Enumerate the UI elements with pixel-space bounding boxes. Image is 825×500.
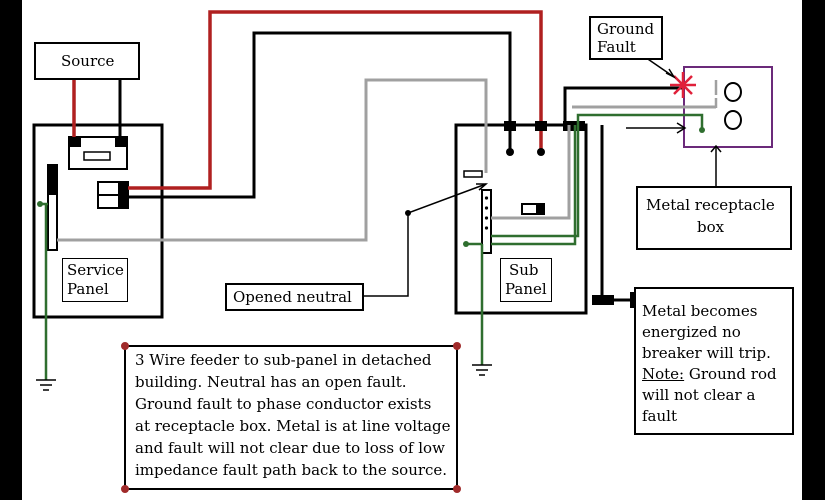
ground-fault-box: Ground Fault: [589, 16, 663, 60]
sub-panel-label-box: Sub Panel: [500, 258, 552, 302]
source-label: Source: [61, 52, 115, 70]
energized-line2: energized no: [642, 323, 741, 341]
sub-panel-label-line2: Panel: [505, 280, 547, 298]
wiring-diagram: [32, 10, 773, 493]
source-box: Source: [34, 42, 140, 80]
energized-line5: will not clear a: [642, 386, 756, 404]
explanation-line-1: 3 Wire feeder to sub-panel in detached: [135, 351, 432, 369]
explanation-line-5: and fault will not clear due to loss of …: [135, 439, 445, 457]
opened-neutral-box: Opened neutral: [225, 283, 364, 311]
service-panel-label-line2: Panel: [67, 280, 109, 298]
explanation-line-3: Ground fault to phase conductor exists: [135, 395, 432, 413]
explanation-line-2: building. Neutral has an open fault.: [135, 373, 407, 391]
metal-receptacle-label-line2: box: [697, 218, 725, 236]
main-breaker-handle: [83, 151, 111, 161]
explanation-line-6: impedance fault path back to the source.: [135, 461, 448, 479]
service-panel-label-line1: Service: [67, 261, 124, 279]
opened-neutral-label: Opened neutral: [233, 288, 352, 306]
sub-ground-rod: [472, 364, 492, 376]
sub-neutral-terminal: [463, 170, 483, 178]
service-ground-rod: [36, 379, 56, 391]
energized-line4-rest: Ground rod: [684, 365, 777, 383]
service-panel: [32, 123, 164, 319]
energized-line1: Metal becomes: [642, 302, 758, 320]
explanation-box: [124, 345, 458, 490]
receptacle-outlet-top: [724, 82, 742, 102]
energized-line6: fault: [642, 407, 677, 425]
energized-warning-box: Metal becomes energized no breaker will …: [634, 287, 794, 435]
ground-fault-label-line1: Ground: [597, 20, 655, 38]
ground-fault-label-line2: Fault: [597, 38, 636, 56]
sub-neutral-bar: [481, 189, 492, 254]
service-panel-label-box: Service Panel: [62, 258, 128, 302]
main-breaker-lug-left: [69, 137, 81, 147]
explanation-line-4: at receptacle box. Metal is at line volt…: [135, 417, 451, 435]
metal-receptacle-label-box: Metal receptacle box: [636, 186, 792, 250]
main-breaker-lug-right: [115, 137, 127, 147]
energized-line4: Note: Ground rod: [642, 366, 777, 383]
receptacle-outlet-bottom: [724, 110, 742, 130]
energized-line3: breaker will trip.: [642, 344, 771, 362]
ground-fault-marker: [670, 72, 696, 98]
note-label: Note:: [642, 365, 685, 383]
sub-panel-label-line1: Sub: [509, 261, 539, 279]
metal-receptacle-label-line1: Metal receptacle: [646, 196, 775, 214]
diagram-canvas: Source Ground Fault Service Panel Sub Pa…: [22, 0, 802, 500]
